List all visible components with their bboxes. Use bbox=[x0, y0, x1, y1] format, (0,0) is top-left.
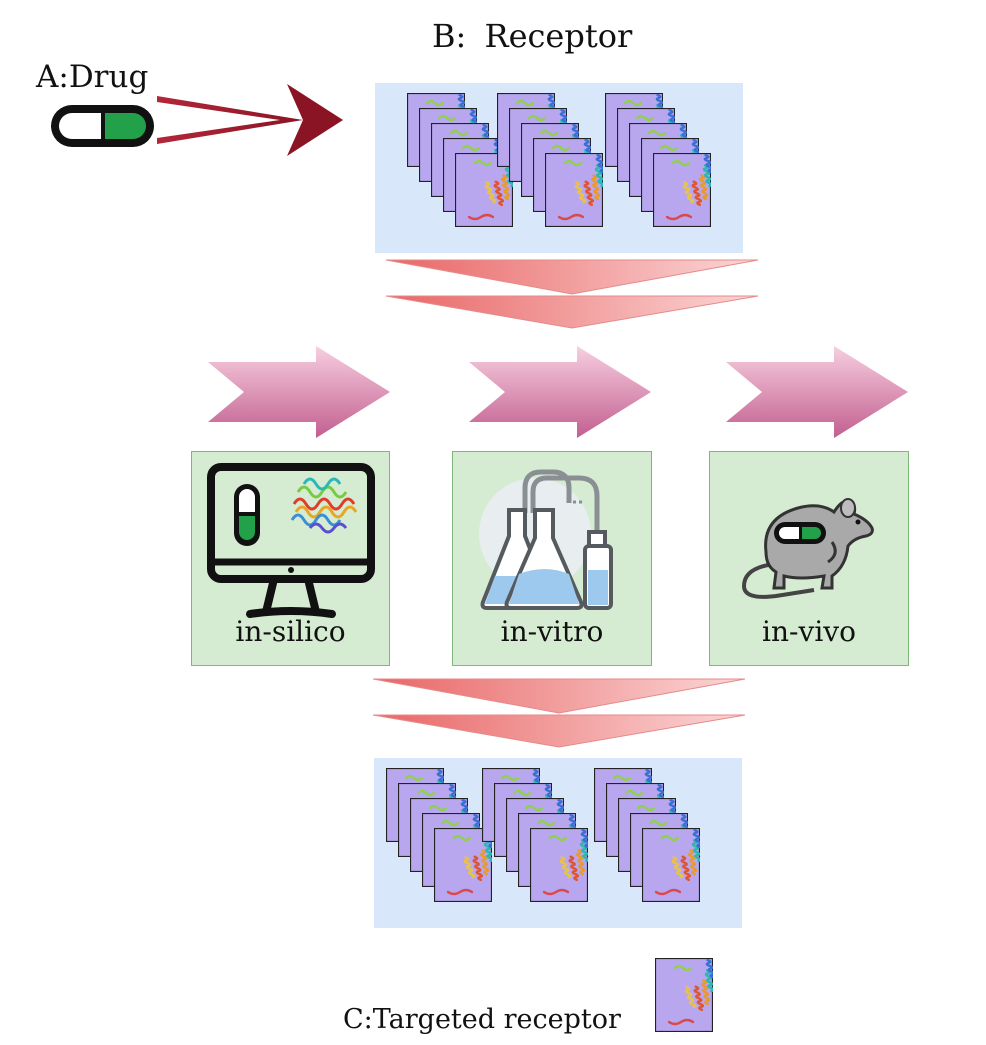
funnel-arrow-bottom bbox=[372, 678, 746, 748]
drug-arrow bbox=[157, 84, 343, 156]
protein-card-icon bbox=[642, 828, 700, 902]
protein-card-icon bbox=[653, 153, 711, 227]
lab-flask-icon bbox=[479, 469, 613, 610]
funnel-arrow-top bbox=[385, 259, 759, 329]
method-label-in-vitro: in-vitro bbox=[500, 615, 604, 648]
step-arrow-1 bbox=[208, 346, 390, 438]
method-label-in-vivo: in-vivo bbox=[762, 615, 856, 648]
step-arrow-3 bbox=[726, 346, 908, 438]
capsule-icon bbox=[51, 105, 154, 147]
protein-card-icon bbox=[530, 828, 588, 902]
drug-label: A:Drug bbox=[36, 59, 149, 95]
receptor-title: B: Receptor bbox=[432, 17, 633, 55]
computer-monitor-icon bbox=[207, 463, 375, 618]
method-box-in-silico: in-silico bbox=[191, 451, 390, 666]
method-box-in-vitro: in-vitro bbox=[452, 451, 652, 666]
method-box-in-vivo: in-vivo bbox=[709, 451, 909, 666]
protein-card-icon bbox=[655, 958, 713, 1032]
mouse-icon bbox=[741, 498, 874, 599]
protein-structure-icon bbox=[290, 477, 358, 534]
protein-card-icon bbox=[545, 153, 603, 227]
method-label-in-silico: in-silico bbox=[235, 615, 346, 648]
step-arrow-2 bbox=[469, 346, 651, 438]
targeted-receptor-label: C:Targeted receptor bbox=[343, 1004, 621, 1035]
